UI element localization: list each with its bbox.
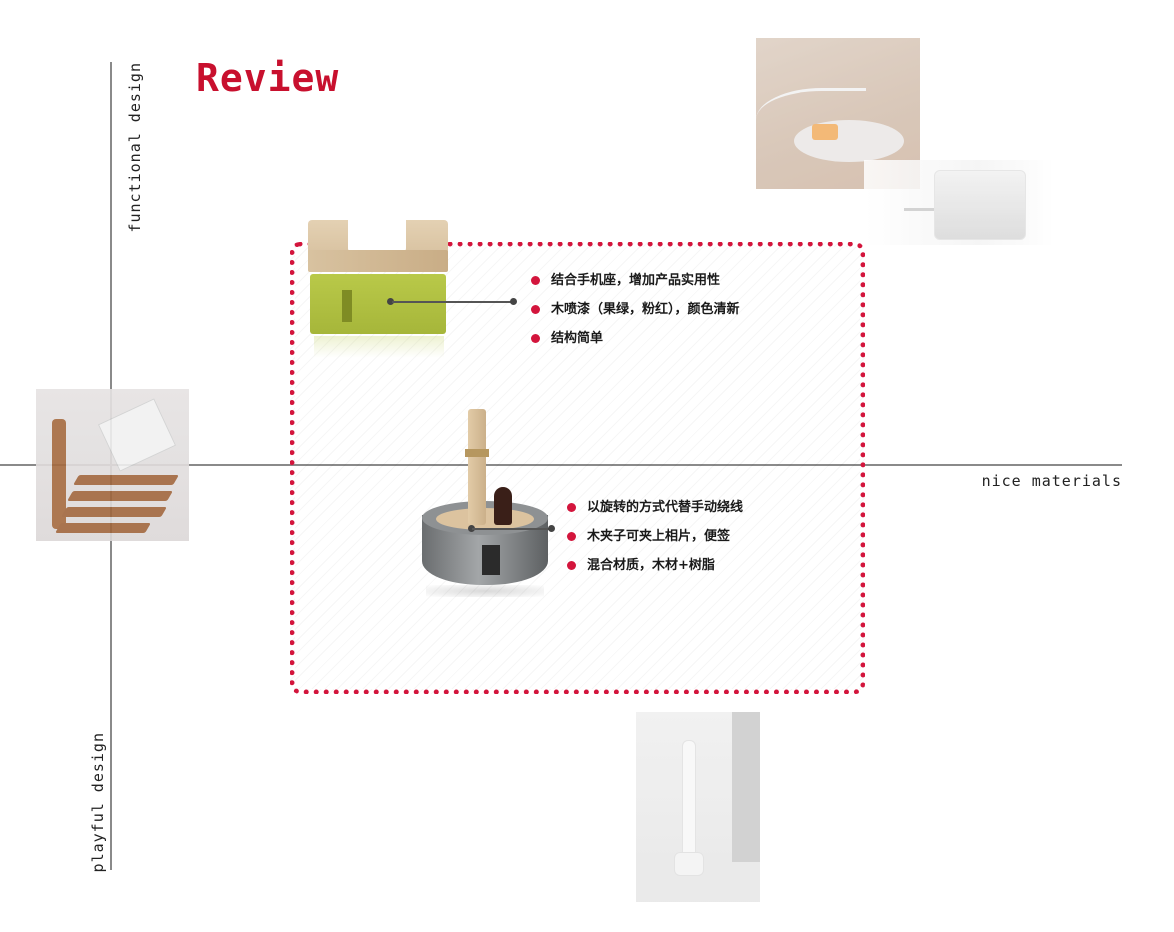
product-image-cable-winder [418,405,558,605]
green-block-shape [310,274,446,334]
reference-photo-lamp [636,712,760,902]
leader-dot [510,298,517,305]
leader-line [392,301,514,303]
feature-item: 混合材质，木材+树脂 [567,556,743,585]
page-title: Review [196,56,340,100]
phone-slot-shape [348,220,406,254]
lamp-neck-shape [682,740,696,862]
feature-item: 木夹子可夹上相片，便签 [567,527,743,556]
rack-slat [61,507,167,517]
clothespin-spring-shape [465,449,489,457]
orange-clip-shape [812,124,838,140]
feature-item: 木喷漆（果绿，粉红），颜色清新 [531,300,740,329]
feature-item: 结构简单 [531,329,740,358]
vertical-axis-lower [110,466,112,870]
cable-notch-shape [482,545,500,575]
rack-back-shape [52,419,66,529]
reflection-shape [314,336,444,358]
clothespin-shape [468,409,486,525]
lamp-base-shape [674,852,704,876]
reference-photo-white-charger [864,160,1054,245]
device-shape [97,398,177,472]
cable-shape [756,88,866,141]
leader-dot [548,525,555,532]
monitor-edge-shape [732,712,760,862]
feature-item: 以旋转的方式代替手动绕线 [567,498,743,527]
shadow-shape [426,585,544,597]
leader-dot [387,298,394,305]
feature-list-cube-stand: 结合手机座，增加产品实用性 木喷漆（果绿，粉红），颜色清新 结构简单 [531,271,740,358]
mouse-shape [794,120,904,162]
cable-shape [904,208,944,211]
charger-cube-shape [934,170,1026,240]
feature-item: 结合手机座，增加产品实用性 [531,271,740,300]
axis-label-playful-design: playful design [89,732,107,873]
vertical-axis-upper [110,62,112,466]
axis-label-functional-design: functional design [126,62,144,233]
pen-cup-shape [494,487,512,525]
rack-slat [55,523,151,533]
cable-slot-shape [342,290,352,322]
rack-slat [67,491,173,501]
wood-front-shape [308,250,448,272]
feature-list-cable-winder: 以旋转的方式代替手动绕线 木夹子可夹上相片，便签 混合材质，木材+树脂 [567,498,743,585]
leader-line [472,528,552,530]
horizontal-axis [0,464,1122,466]
axis-label-nice-materials: nice materials [981,472,1122,490]
product-image-cube-stand [300,212,460,362]
rack-slat [73,475,179,485]
reference-photo-wooden-rack [36,389,189,541]
leader-dot [468,525,475,532]
